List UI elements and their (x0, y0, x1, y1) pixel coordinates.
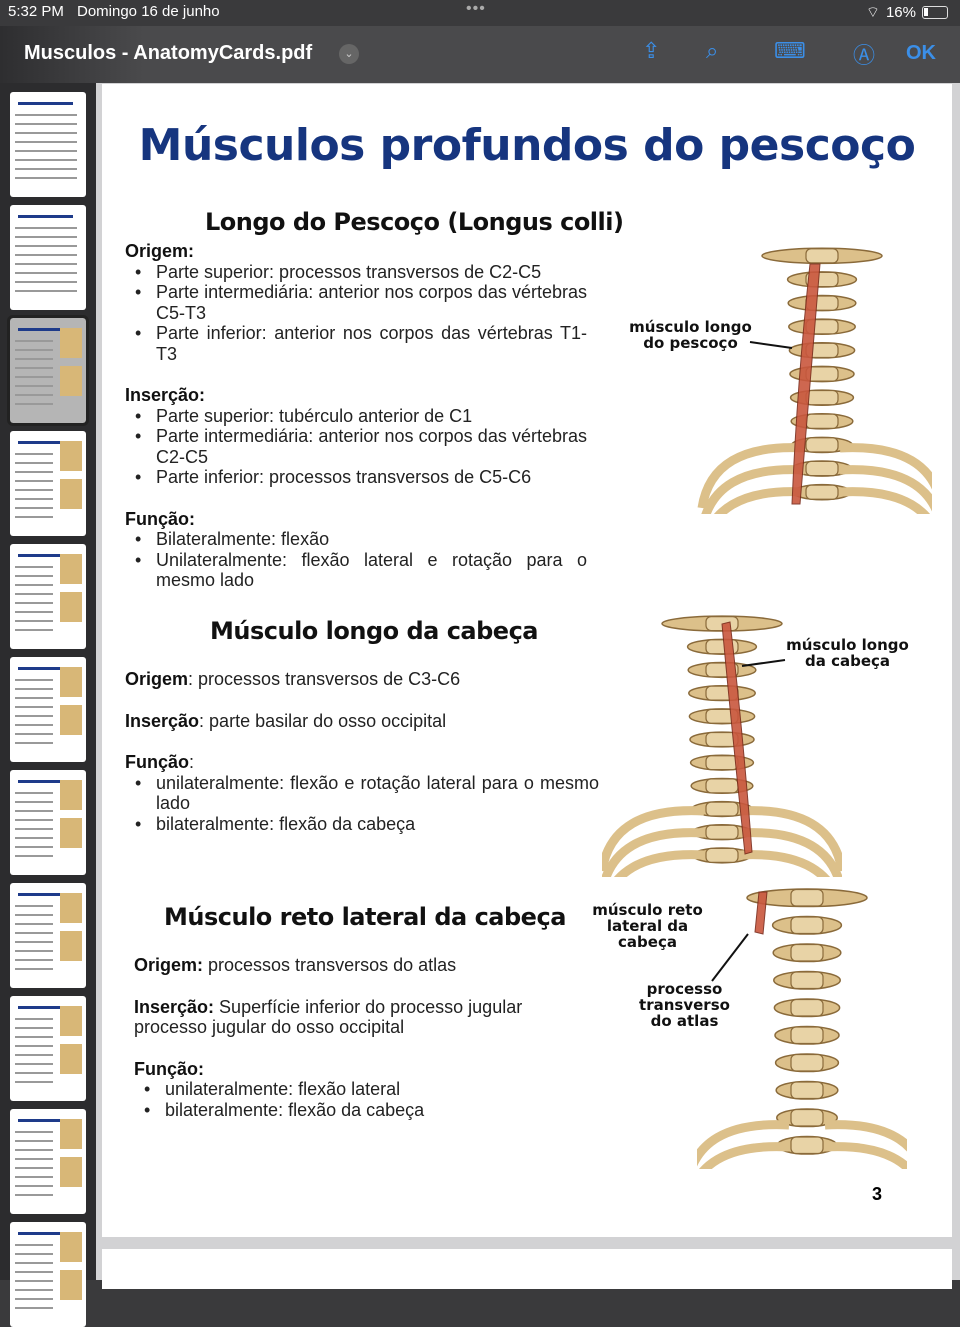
list-item: bilateralmente: flexão da cabeça (125, 814, 599, 835)
status-time: 5:32 PM (8, 3, 64, 20)
ok-button[interactable]: OK (906, 42, 936, 64)
list-item: Parte inferior: anterior nos corpos das … (125, 323, 587, 364)
list-item: Parte inferior: processos transversos de… (125, 467, 587, 488)
share-icon[interactable]: ⇪ (642, 38, 661, 63)
page-thumbnail[interactable] (10, 770, 86, 875)
page-thumbnail[interactable] (10, 544, 86, 649)
page-thumbnail[interactable] (10, 92, 86, 197)
label-funcao: Função (125, 752, 190, 772)
section-longus-colli: Origem:Parte superior: processos transve… (125, 241, 587, 612)
spine-illustration-longus-colli (697, 247, 932, 514)
pdf-page-next (102, 1249, 952, 1289)
origem-text: : processos transversos de C3-C6 (188, 669, 461, 689)
battery-icon (922, 6, 948, 19)
muscle (791, 263, 821, 505)
toolbar: Musculos - AnatomyCards.pdf ⌄ ⇪ ⌕ ⌨ Ⓐ OK (0, 26, 960, 83)
list-item: unilateralmente: flexão lateral (134, 1079, 544, 1100)
label-origem: Origem (125, 669, 189, 689)
label-insercao: Inserção (125, 710, 200, 731)
chevron-down-icon[interactable]: ⌄ (339, 44, 359, 64)
status-bar: 5:32 PM Domingo 16 de junho ••• ⌔ 16% (0, 0, 960, 26)
search-icon[interactable]: ⌕ (706, 38, 719, 63)
page-thumbnail[interactable] (10, 996, 86, 1101)
image-label: processo transverso do atlas (639, 980, 730, 1030)
list-item: Parte superior: processos transversos de… (125, 262, 587, 283)
page-thumbnail[interactable] (10, 657, 86, 762)
image-label: músculo longo da cabeça (786, 636, 909, 670)
muscle (754, 891, 768, 935)
label-insercao: Inserção: (134, 996, 215, 1017)
spine-illustration-longus-capitis (602, 615, 842, 877)
spine-illustration-rectus-lateralis (697, 888, 907, 1169)
document-title[interactable]: Musculos - AnatomyCards.pdf (24, 42, 313, 64)
section-heading: Músculo reto lateral da cabeça (164, 903, 566, 931)
list-item: Bilateralmente: flexão (125, 529, 587, 550)
section-heading: Músculo longo da cabeça (210, 617, 539, 645)
section-rectus-capitis-lateralis: Origem: processos transversos do atlas I… (134, 955, 544, 1141)
list-item: bilateralmente: flexão da cabeça (134, 1100, 544, 1121)
page-title: Músculos profundos do pescoço (138, 120, 916, 171)
status-date: Domingo 16 de junho (77, 3, 220, 20)
label-origem: Origem: (134, 955, 204, 975)
muscle (721, 621, 753, 855)
wifi-icon: ⌔ (865, 4, 880, 21)
insercao-text: Superfície inferior do processo jugular … (134, 996, 523, 1038)
section-heading: Longo do Pescoço (Longus colli) (205, 208, 624, 236)
page-thumbnail[interactable] (10, 883, 86, 988)
page-thumbnail[interactable] (10, 205, 86, 310)
document-view[interactable]: Músculos profundos do pescoço Longo do P… (96, 83, 960, 1289)
pdf-page: Músculos profundos do pescoço Longo do P… (102, 84, 952, 1237)
page-thumbnail[interactable] (10, 1222, 86, 1327)
keyboard-edit-icon[interactable]: ⌨ (774, 38, 806, 63)
list-item: Parte intermediária: anterior nos corpos… (125, 282, 587, 323)
list-item: unilateralmente: flexão e rotação latera… (125, 773, 599, 814)
label-leader-lines (711, 341, 793, 982)
list-item: Unilateralmente: flexão lateral e rotaçã… (125, 550, 587, 591)
label-insercao: Inserção: (125, 385, 206, 405)
multitasking-dots[interactable]: ••• (466, 0, 486, 17)
page-thumbnails[interactable] (0, 83, 96, 1327)
list-item: Parte superior: tubérculo anterior de C1 (125, 406, 587, 427)
label-funcao: Função: (125, 508, 195, 529)
image-label: músculo longo do pescoço (629, 318, 752, 352)
page-thumbnail[interactable] (7, 315, 89, 426)
label-funcao: Função: (134, 1058, 204, 1079)
markup-icon[interactable]: Ⓐ (853, 43, 876, 68)
origem-text: processos transversos do atlas (203, 955, 457, 975)
section-longus-capitis: Origem: processos transversos de C3-C6 I… (125, 669, 599, 855)
label-origem: Origem: (125, 241, 195, 261)
battery-percent: 16% (885, 4, 916, 21)
page-thumbnail[interactable] (10, 1109, 86, 1214)
image-label: músculo reto lateral da cabeça (592, 901, 703, 951)
page-number: 3 (872, 1184, 883, 1204)
list-item: Parte intermediária: anterior nos corpos… (125, 426, 587, 467)
page-thumbnail[interactable] (10, 431, 86, 536)
insercao-text: : parte basilar do osso occipital (199, 710, 447, 731)
